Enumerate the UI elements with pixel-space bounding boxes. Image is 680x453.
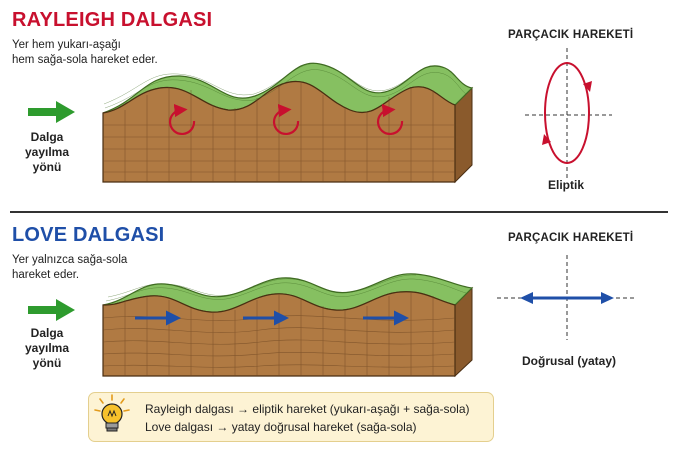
rayleigh-particle-motion [525,48,612,178]
rayleigh-desc-line1: Yer hem yukarı-aşağı [12,39,121,51]
love-direction-arrow [28,299,75,321]
love-desc-line1: Yer yalnızca sağa-sola [12,254,128,266]
love-direction-line2: yayılma [24,341,70,355]
rayleigh-motion-title: PARÇACIK HAREKETİ [508,29,634,41]
love-direction-line3: yönü [32,356,62,370]
rayleigh-direction-line3: yönü [32,160,62,174]
love-direction-label: Dalga yayılma yönü [14,326,80,371]
love-motion-caption: Doğrusal (yatay) [522,354,617,368]
love-desc-line2: hareket eder. [12,269,80,281]
love-direction-line1: Dalga [30,326,64,340]
rayleigh-ground-block [102,62,474,184]
rayleigh-description: Yer hem yukarı-aşağı hem sağa-sola harek… [12,38,158,68]
summary-line-love: Love dalgası → yatay doğrusal hareket (s… [145,420,417,434]
love-description: Yer yalnızca sağa-sola hareket eder. [12,253,127,283]
love-particle-motion [497,255,636,340]
rayleigh-title: RAYLEIGH DALGASI [12,9,213,31]
summary-box: Rayleigh dalgası → eliptik hareket (yuka… [88,392,494,442]
rayleigh-direction-line2: yayılma [24,145,70,159]
section-divider [10,211,668,213]
rayleigh-desc-line2: hem sağa-sola hareket eder. [12,54,158,66]
love-ground-block [102,273,474,378]
rayleigh-motion-caption: Eliptik [548,178,585,192]
rayleigh-direction-label: Dalga yayılma yönü [14,130,80,175]
rayleigh-direction-arrow [28,101,75,123]
rayleigh-direction-line1: Dalga [30,130,64,144]
rayleigh-rotation-arrows [168,104,404,136]
lightbulb-icon [94,394,130,432]
love-title: LOVE DALGASI [12,224,165,246]
summary-line-rayleigh: Rayleigh dalgası → eliptik hareket (yuka… [145,402,470,416]
love-motion-title: PARÇACIK HAREKETİ [508,232,634,244]
